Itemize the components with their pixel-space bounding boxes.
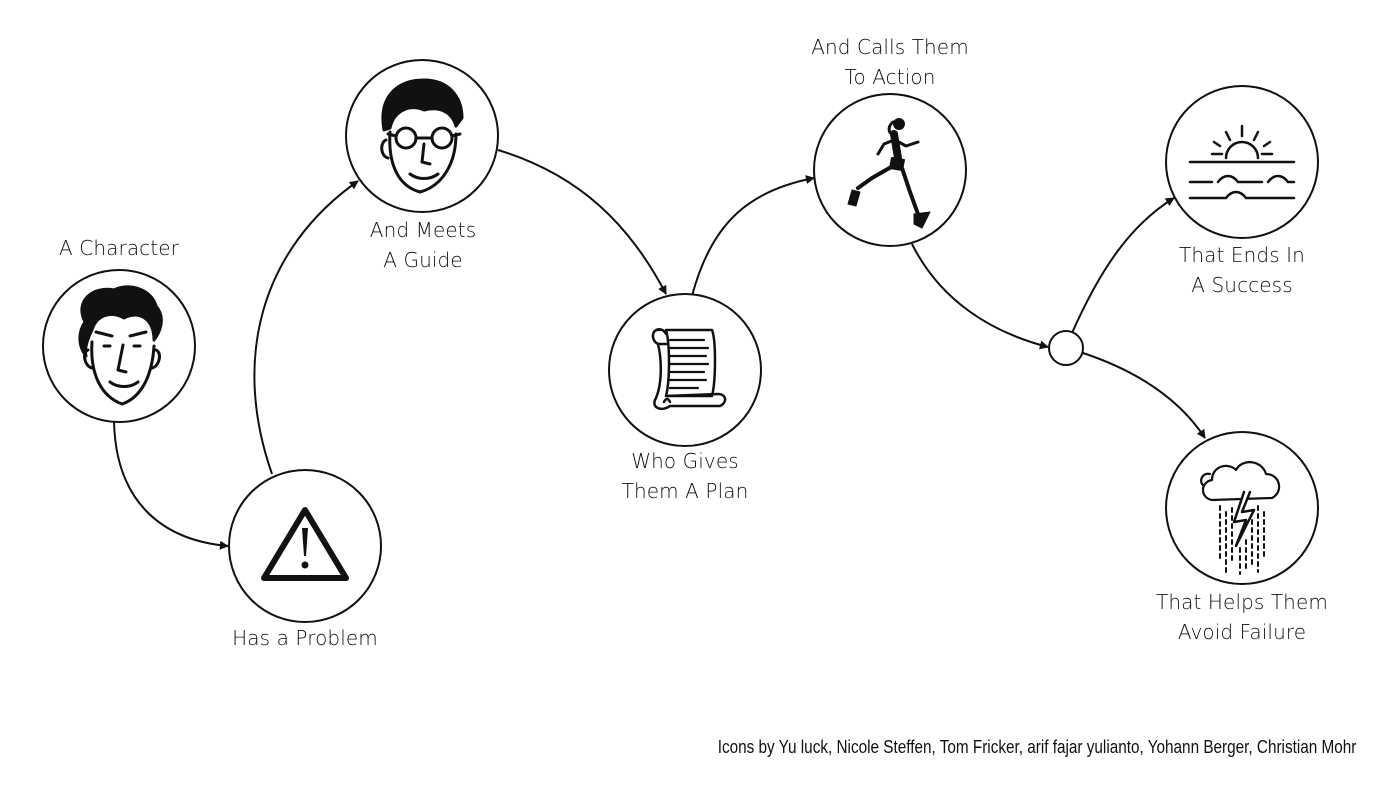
label-plan-line-1: Who Gives <box>631 449 739 473</box>
edge-character-problem <box>113 421 229 550</box>
label-failure-line-1: That Helps Them <box>1156 590 1328 614</box>
storm-cloud-icon <box>1200 461 1281 575</box>
label-action-line-1: And Calls Them <box>811 35 969 59</box>
scroll-icon <box>651 327 727 410</box>
label-guide-line-2: A Guide <box>383 248 463 272</box>
label-success: That Ends In A Success <box>1179 240 1305 300</box>
label-plan-line-2: Them A Plan <box>621 479 749 503</box>
warning-icon <box>261 507 349 581</box>
node-plan <box>608 293 762 447</box>
label-character-line-1: A Character <box>59 236 179 260</box>
label-problem-line-1: Has a Problem <box>232 626 378 650</box>
node-guide <box>345 59 499 213</box>
label-plan: Who Gives Them A Plan <box>622 446 749 506</box>
label-guide: And Meets A Guide <box>370 215 476 275</box>
runner-icon <box>847 118 931 229</box>
edge-problem-guide <box>253 180 359 475</box>
edge-branch-failure <box>1082 352 1206 439</box>
label-action: And Calls Them To Action <box>811 32 969 92</box>
label-success-line-2: A Success <box>1191 273 1293 297</box>
icon-credits: Icons by Yu luck, Nicole Steffen, Tom Fr… <box>717 737 1356 757</box>
edge-guide-plan <box>497 149 667 295</box>
label-failure-line-2: Avoid Failure <box>1177 620 1307 644</box>
sunrise-icon <box>1188 124 1296 200</box>
face-icon <box>78 285 163 406</box>
label-problem: Has a Problem <box>232 623 378 653</box>
edge-branch-success <box>1071 197 1175 334</box>
label-guide-line-1: And Meets <box>369 218 477 242</box>
label-character: A Character <box>59 233 179 263</box>
label-failure: That Helps Them Avoid Failure <box>1156 587 1328 647</box>
node-branch <box>1048 330 1084 366</box>
label-success-line-1: That Ends In <box>1179 243 1305 267</box>
glasses-face-icon <box>380 78 464 194</box>
label-action-line-2: To Action <box>844 65 936 89</box>
edge-plan-action <box>691 175 815 297</box>
edge-action-branch <box>911 243 1049 350</box>
